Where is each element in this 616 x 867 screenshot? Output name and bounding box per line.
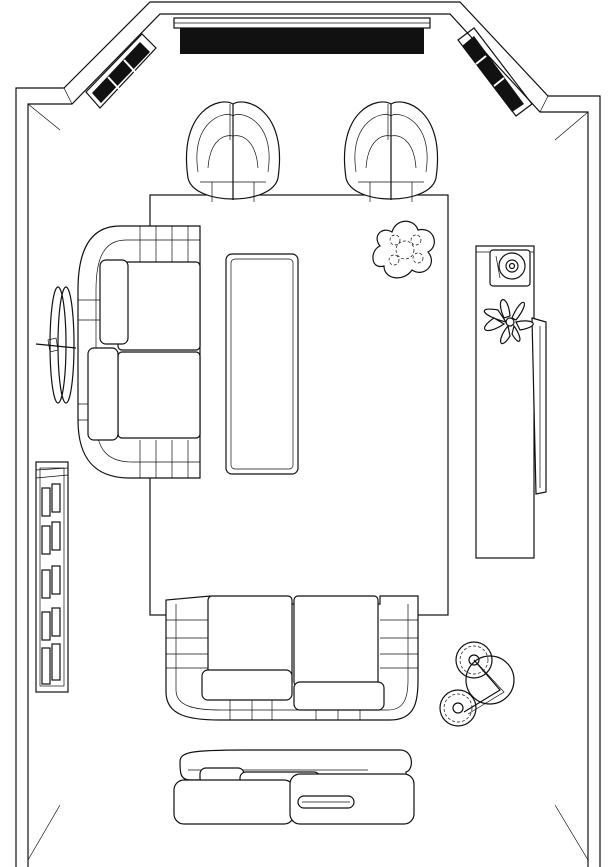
bay-window-right (457, 27, 533, 117)
bookshelf (35, 461, 69, 693)
tv-screen (531, 317, 547, 495)
floor-lamp (439, 641, 515, 727)
round-ottoman (372, 220, 435, 279)
record-player (489, 249, 531, 287)
bay-window-left (85, 33, 157, 109)
sectional-sofa-left (77, 225, 201, 479)
room-walls (15, 1, 601, 867)
coffee-table (225, 253, 299, 475)
armchair-left (185, 101, 281, 202)
side-table-left (35, 286, 77, 404)
window-top (173, 17, 431, 54)
loveseat-bottom (165, 595, 419, 721)
armchair-right (343, 101, 439, 202)
plant (483, 299, 534, 345)
media-console (475, 245, 535, 559)
chaise-sectional-bottom (173, 749, 415, 825)
